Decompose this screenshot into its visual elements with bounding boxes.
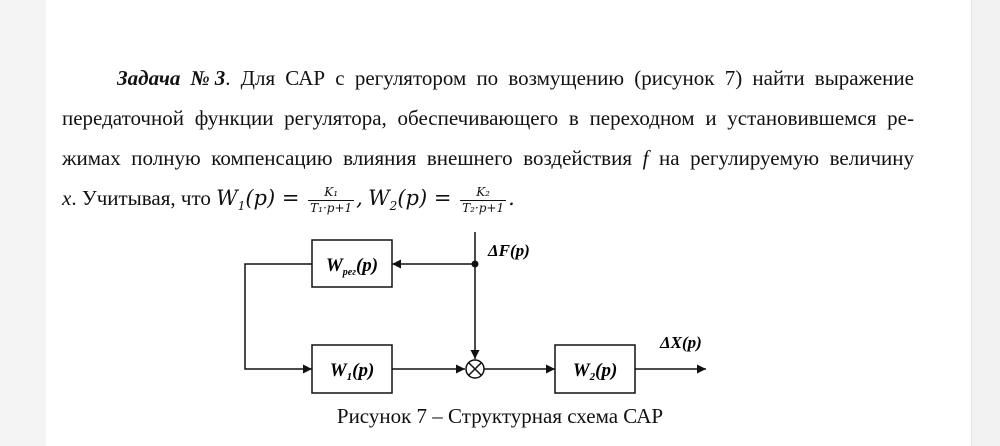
task-line-2: передаточной функции регулятора, обеспеч…: [62, 98, 914, 138]
formula-separator: ,: [356, 186, 363, 210]
task-line-1: Задача №3. Для САР с регулятором по возм…: [62, 58, 914, 98]
w2-block: [554, 344, 636, 394]
branch-point: [471, 260, 479, 268]
page-margin-right: [971, 0, 1000, 446]
summing-junction: [465, 359, 485, 379]
fraction-w2-denominator: T₂·p+1: [462, 200, 505, 215]
task-heading: Задача №3: [117, 66, 226, 90]
formula-w1: W1(p) =: [216, 186, 307, 214]
w2-block-label: W2(p): [573, 360, 618, 383]
task-line-1-text: . Для САР с регулятором по возмущению (р…: [225, 66, 914, 90]
disturbance-input-label: ΔF(p): [487, 241, 530, 260]
fraction-w1-numerator: K₁: [308, 185, 355, 201]
regulator-block: [311, 239, 393, 288]
task-line-3-pre: жимах полную компенсацию влияния внешнег…: [62, 146, 643, 170]
fraction-w2-numerator: K₂: [460, 185, 507, 201]
formula-end: .: [508, 186, 515, 210]
page-margin-left: [0, 0, 46, 446]
variable-f: f: [642, 146, 649, 170]
figure-caption: Рисунок 7 – Структурная схема САР: [336, 404, 664, 428]
regulator-output-line: [244, 263, 312, 374]
fraction-w1-denominator: T₁·p+1: [310, 200, 353, 215]
task-line-3-post: на регулируемую величину: [648, 146, 915, 170]
task-line-2-text: передаточной функции регулятора, обеспеч…: [62, 106, 914, 130]
formula-w2: W2(p) =: [368, 186, 459, 214]
variable-x: x: [62, 186, 72, 210]
w1-block: [311, 344, 393, 394]
output-label: ΔX(p): [659, 333, 702, 352]
regulator-block-label: Wрег(p): [326, 255, 378, 278]
task-line-4-text: . Учитывая, что: [71, 186, 217, 210]
task-line-3: жимах полную компенсацию влияния внешнег…: [62, 138, 914, 178]
w1-block-label: W1(p): [330, 360, 375, 383]
task-text: Задача №3. Для САР с регулятором по возм…: [62, 58, 914, 218]
